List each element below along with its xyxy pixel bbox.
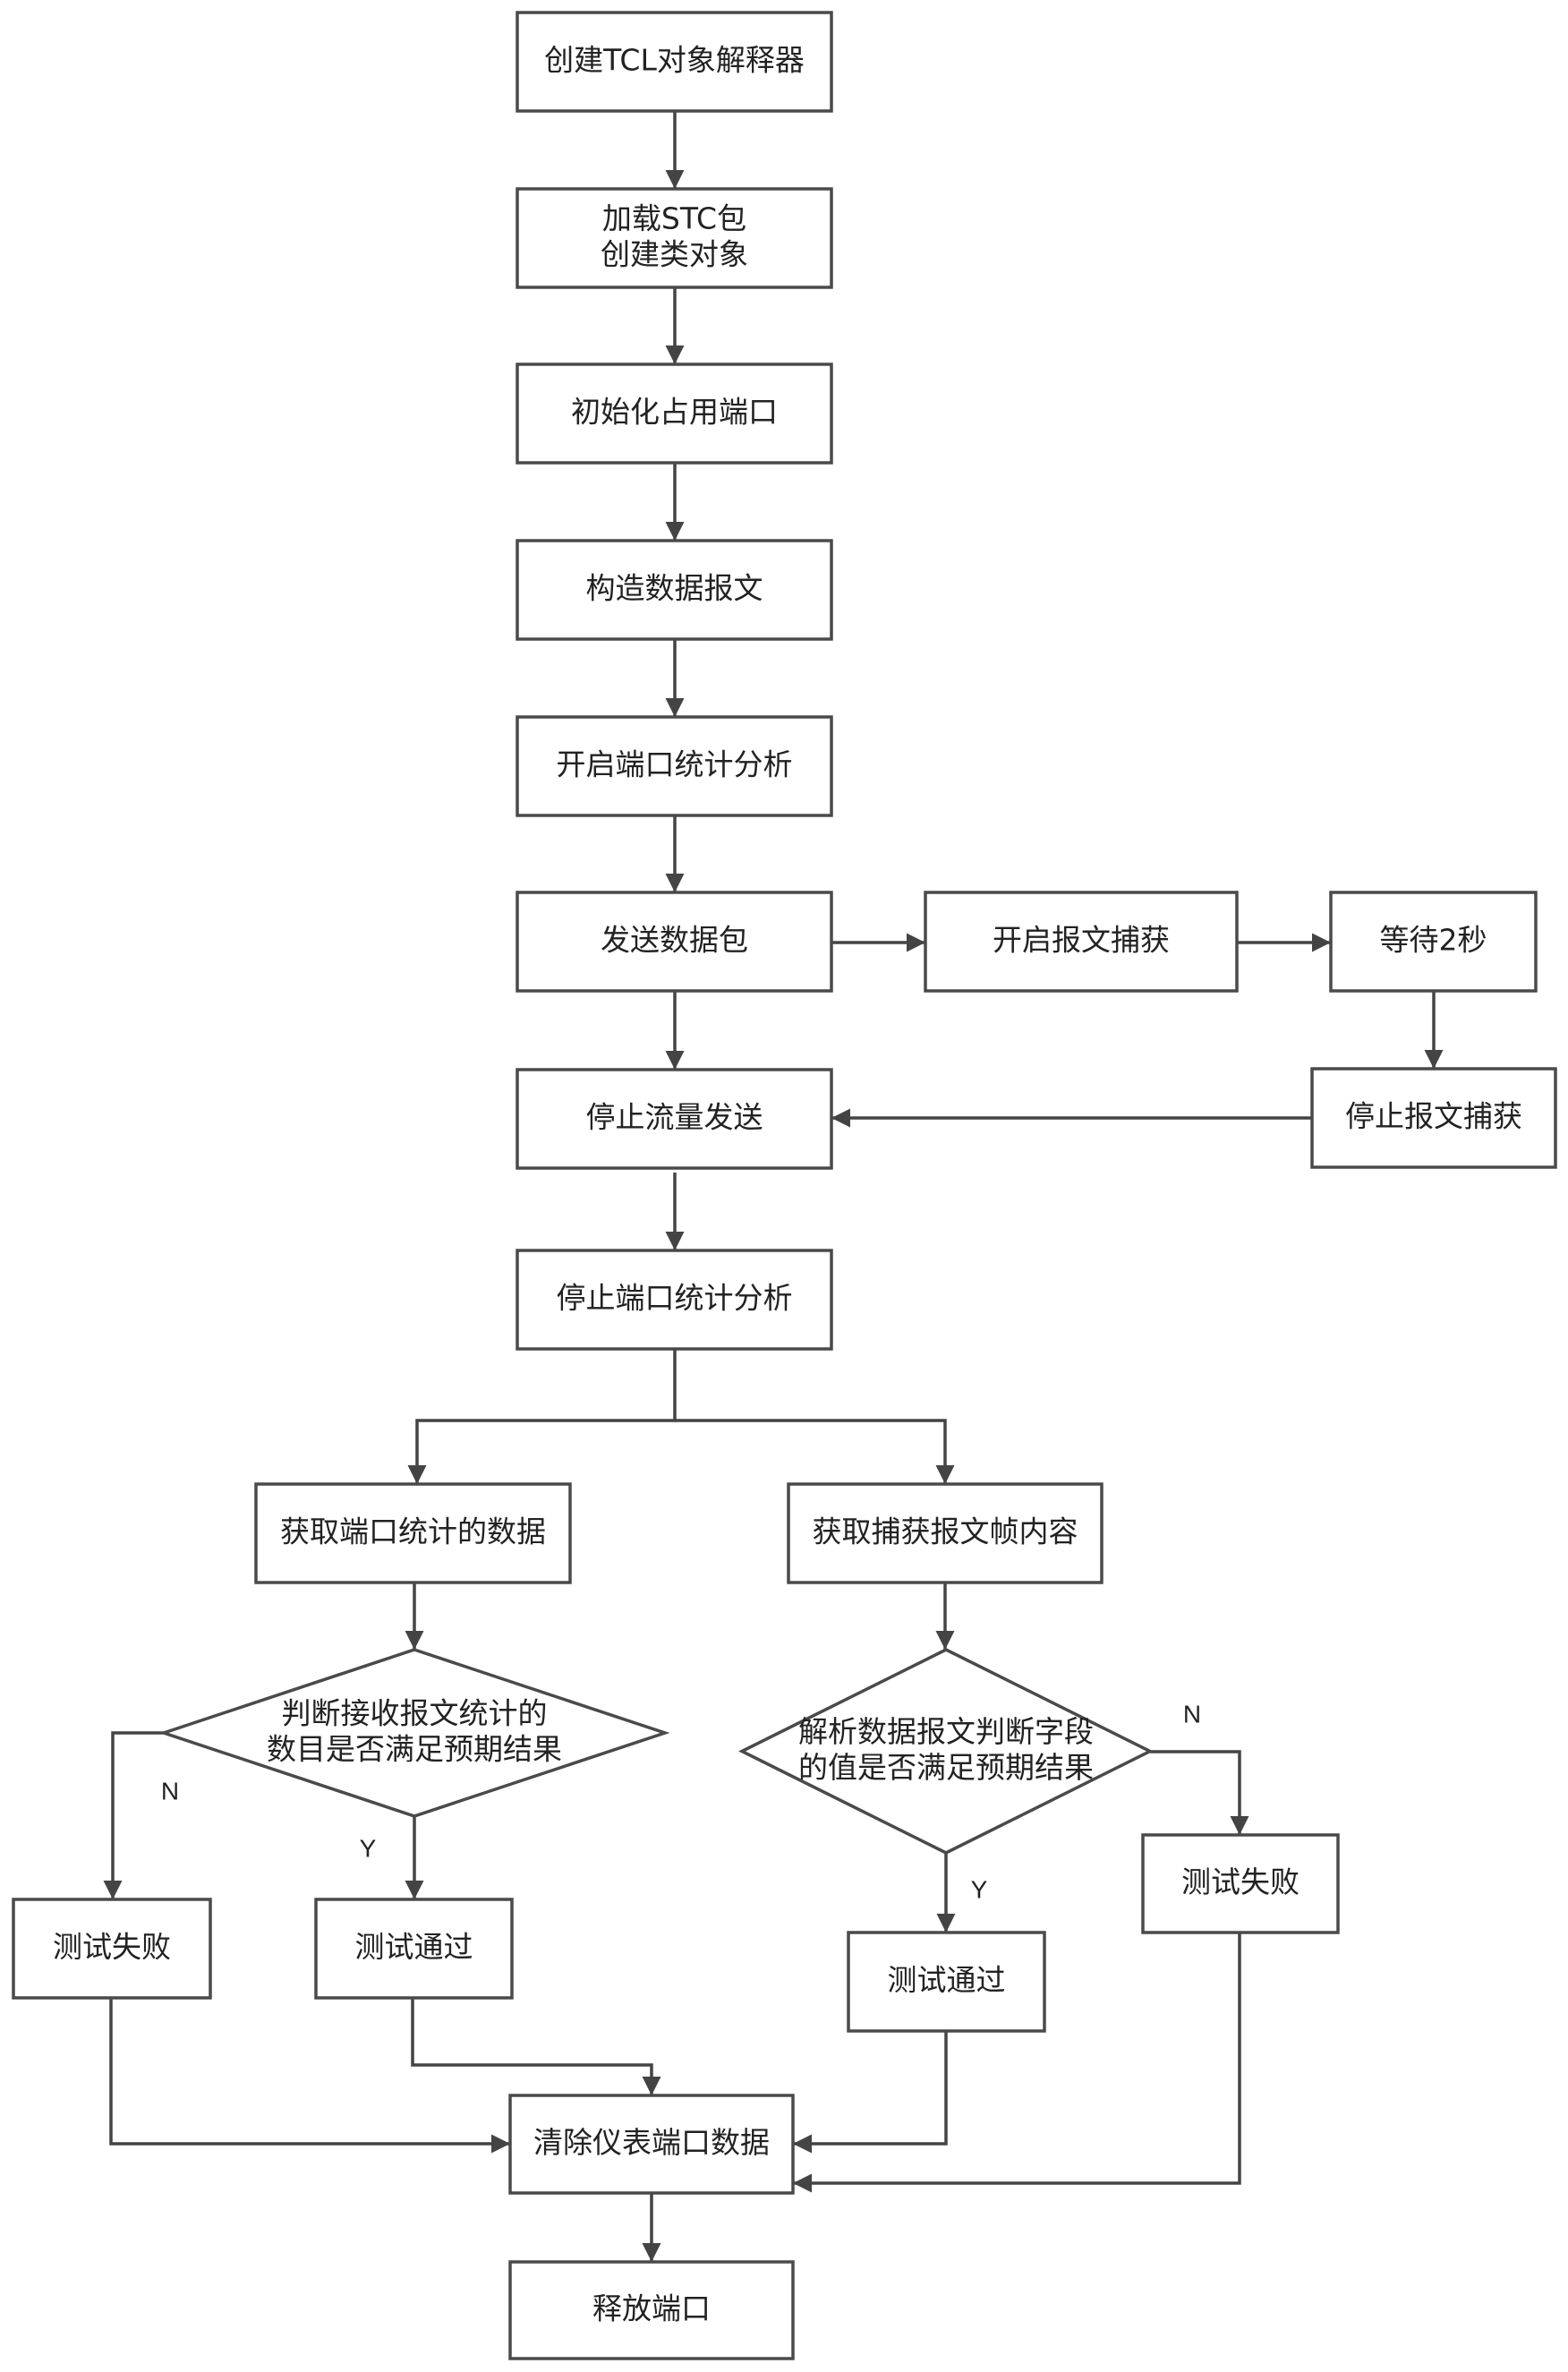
process-node-n7: 开启报文捕获	[924, 891, 1239, 993]
branch-label-yes: Y	[360, 1834, 377, 1862]
process-box	[516, 715, 833, 817]
process-box	[924, 891, 1239, 993]
process-node-n14: 测试失败	[12, 1898, 212, 2000]
edge-d1-n14	[103, 1731, 164, 1899]
nodes-layer: 创建TCL对象解释器加载STC包创建类对象初始化占用端口构造数据报文开启端口统计…	[12, 11, 1557, 2360]
edge-n15-n18	[411, 1998, 661, 2095]
process-node-n6: 发送数据包	[516, 891, 833, 993]
edge-n17-n18	[793, 1933, 1241, 2193]
process-box	[12, 1898, 212, 2000]
node-label: 判断接收报文统计的	[282, 1696, 548, 1731]
branch-label-no: N	[161, 1777, 179, 1805]
process-box	[516, 1249, 833, 1351]
node-label: 数目是否满足预期结果	[267, 1732, 562, 1767]
edge-n11-n13	[675, 1419, 955, 1484]
process-box	[516, 187, 833, 289]
process-node-n17: 测试失败	[1141, 1833, 1340, 1934]
node-label: 清除仪表端口数据	[533, 2125, 770, 2160]
node-label: 停止报文捕获	[1345, 1099, 1522, 1134]
process-box	[516, 11, 833, 113]
node-label: 加载STC包	[602, 201, 746, 236]
node-label: 发送数据包	[601, 923, 748, 958]
node-label: 测试通过	[355, 1930, 473, 1965]
decision-diamond	[158, 1648, 670, 1818]
branch-label-yes: Y	[971, 1875, 988, 1903]
process-box	[516, 539, 833, 641]
process-node-n9: 停止报文捕获	[1310, 1067, 1557, 1169]
node-label: 开启报文捕获	[993, 923, 1170, 958]
process-box	[516, 363, 833, 465]
process-node-n8: 等待2秒	[1329, 891, 1538, 993]
node-label: 构造数据报文	[586, 571, 763, 606]
node-label: 停止端口统计分析	[557, 1281, 793, 1316]
process-box	[508, 2094, 795, 2195]
process-node-n12: 获取端口统计的数据	[254, 1482, 572, 1584]
process-node-n1: 创建TCL对象解释器	[516, 11, 833, 113]
process-box	[1329, 891, 1538, 993]
node-label: 初始化占用端口	[571, 395, 778, 430]
process-box	[314, 1898, 514, 2000]
process-box	[254, 1482, 572, 1584]
edge-n11-n12	[407, 1348, 677, 1484]
node-label: 开启端口统计分析	[557, 747, 793, 782]
node-label: 等待2秒	[1380, 923, 1487, 958]
process-node-n16: 测试通过	[847, 1931, 1046, 2033]
node-label: 的值是否满足预期结果	[798, 1750, 1094, 1785]
edge-d2-n17	[1150, 1750, 1249, 1835]
decision-diamond	[738, 1648, 1154, 1855]
branch-labels-layer: N Y Y N	[161, 1700, 1201, 1903]
node-label: 获取端口统计的数据	[280, 1514, 546, 1549]
process-node-n13: 获取捕获报文帧内容	[787, 1482, 1104, 1584]
node-label: 测试失败	[53, 1930, 171, 1965]
edge-n14-n18	[109, 1998, 510, 2154]
node-label: 创建TCL对象解释器	[544, 43, 805, 78]
process-node-n3: 初始化占用端口	[516, 363, 833, 465]
process-box	[516, 1068, 833, 1170]
node-label: 创建类对象	[601, 237, 748, 272]
process-node-n10: 停止流量发送	[516, 1068, 833, 1170]
node-label: 解析数据报文判断字段	[798, 1714, 1094, 1749]
edges-layer	[103, 111, 1444, 2262]
process-node-n18: 清除仪表端口数据	[508, 2094, 795, 2195]
process-node-n11: 停止端口统计分析	[516, 1249, 833, 1351]
node-label: 释放端口	[592, 2291, 711, 2326]
process-box	[508, 2260, 795, 2360]
process-box	[787, 1482, 1104, 1584]
process-box	[1310, 1067, 1557, 1169]
branch-label-no: N	[1183, 1700, 1201, 1728]
process-box	[516, 891, 833, 993]
process-node-n19: 释放端口	[508, 2260, 795, 2360]
node-label: 测试通过	[888, 1963, 1006, 1998]
node-label: 获取捕获报文帧内容	[813, 1514, 1078, 1549]
node-label: 停止流量发送	[586, 1100, 763, 1135]
process-box	[847, 1931, 1046, 2033]
edge-n16-n18	[793, 2031, 948, 2154]
process-box	[1141, 1833, 1340, 1934]
process-node-n4: 构造数据报文	[516, 539, 833, 641]
process-node-n15: 测试通过	[314, 1898, 514, 2000]
node-label: 测试失败	[1181, 1864, 1300, 1899]
process-node-n5: 开启端口统计分析	[516, 715, 833, 817]
